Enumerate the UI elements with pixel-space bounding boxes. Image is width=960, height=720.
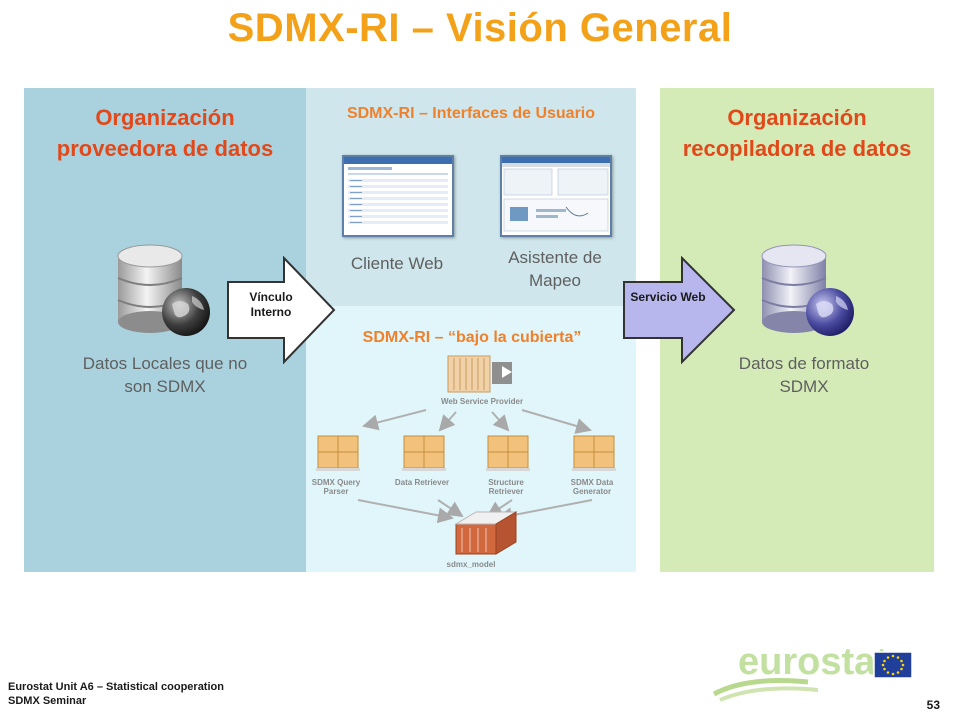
slide-title: SDMX-RI – Visión General	[227, 6, 733, 50]
architecture-diagram	[316, 355, 616, 555]
sdmx-database-icon	[761, 244, 854, 336]
mapping-assistant-label: Asistente de Mapeo	[508, 248, 602, 290]
web-client-screenshot	[342, 155, 454, 237]
data-retriever-label: Data Retriever	[394, 478, 450, 487]
provider-heading: Organización proveedora de datos	[56, 105, 274, 161]
internal-link-arrow	[227, 256, 336, 365]
sdmx-data-label: Datos de formato SDMX	[738, 354, 870, 396]
sdmx-model-label: sdmx_model	[446, 560, 496, 569]
interfaces-heading: SDMX-RI – Interfaces de Usuario	[346, 105, 596, 122]
web-client-label: Cliente Web	[350, 254, 444, 273]
svg-text:eurostat: eurostat	[738, 641, 888, 683]
footer-line-2: SDMX Seminar	[8, 695, 87, 707]
structure-retriever-label: Structure Retriever	[488, 478, 524, 496]
query-parser-label: SDMX Query Parser	[311, 478, 361, 496]
web-service-label: Servicio Web	[630, 290, 706, 304]
page-number: 53	[926, 698, 940, 712]
mapping-assistant-screenshot	[500, 155, 612, 237]
under-hood-heading: SDMX-RI – “bajo la cubierta”	[362, 329, 582, 346]
local-data-label: Datos Locales que no son SDMX	[82, 354, 248, 396]
internal-link-label: Vínculo Interno	[249, 290, 293, 319]
local-database-icon	[117, 244, 210, 336]
data-generator-label: SDMX Data Generator	[570, 478, 614, 496]
collector-heading: Organización recopiladora de datos	[682, 105, 912, 161]
web-service-provider-label: Web Service Provider	[440, 397, 524, 406]
footer-line-1: Eurostat Unit A6 – Statistical cooperati…	[8, 681, 224, 693]
eurostat-logo: eurostat	[708, 632, 924, 704]
web-service-arrow	[623, 256, 736, 365]
